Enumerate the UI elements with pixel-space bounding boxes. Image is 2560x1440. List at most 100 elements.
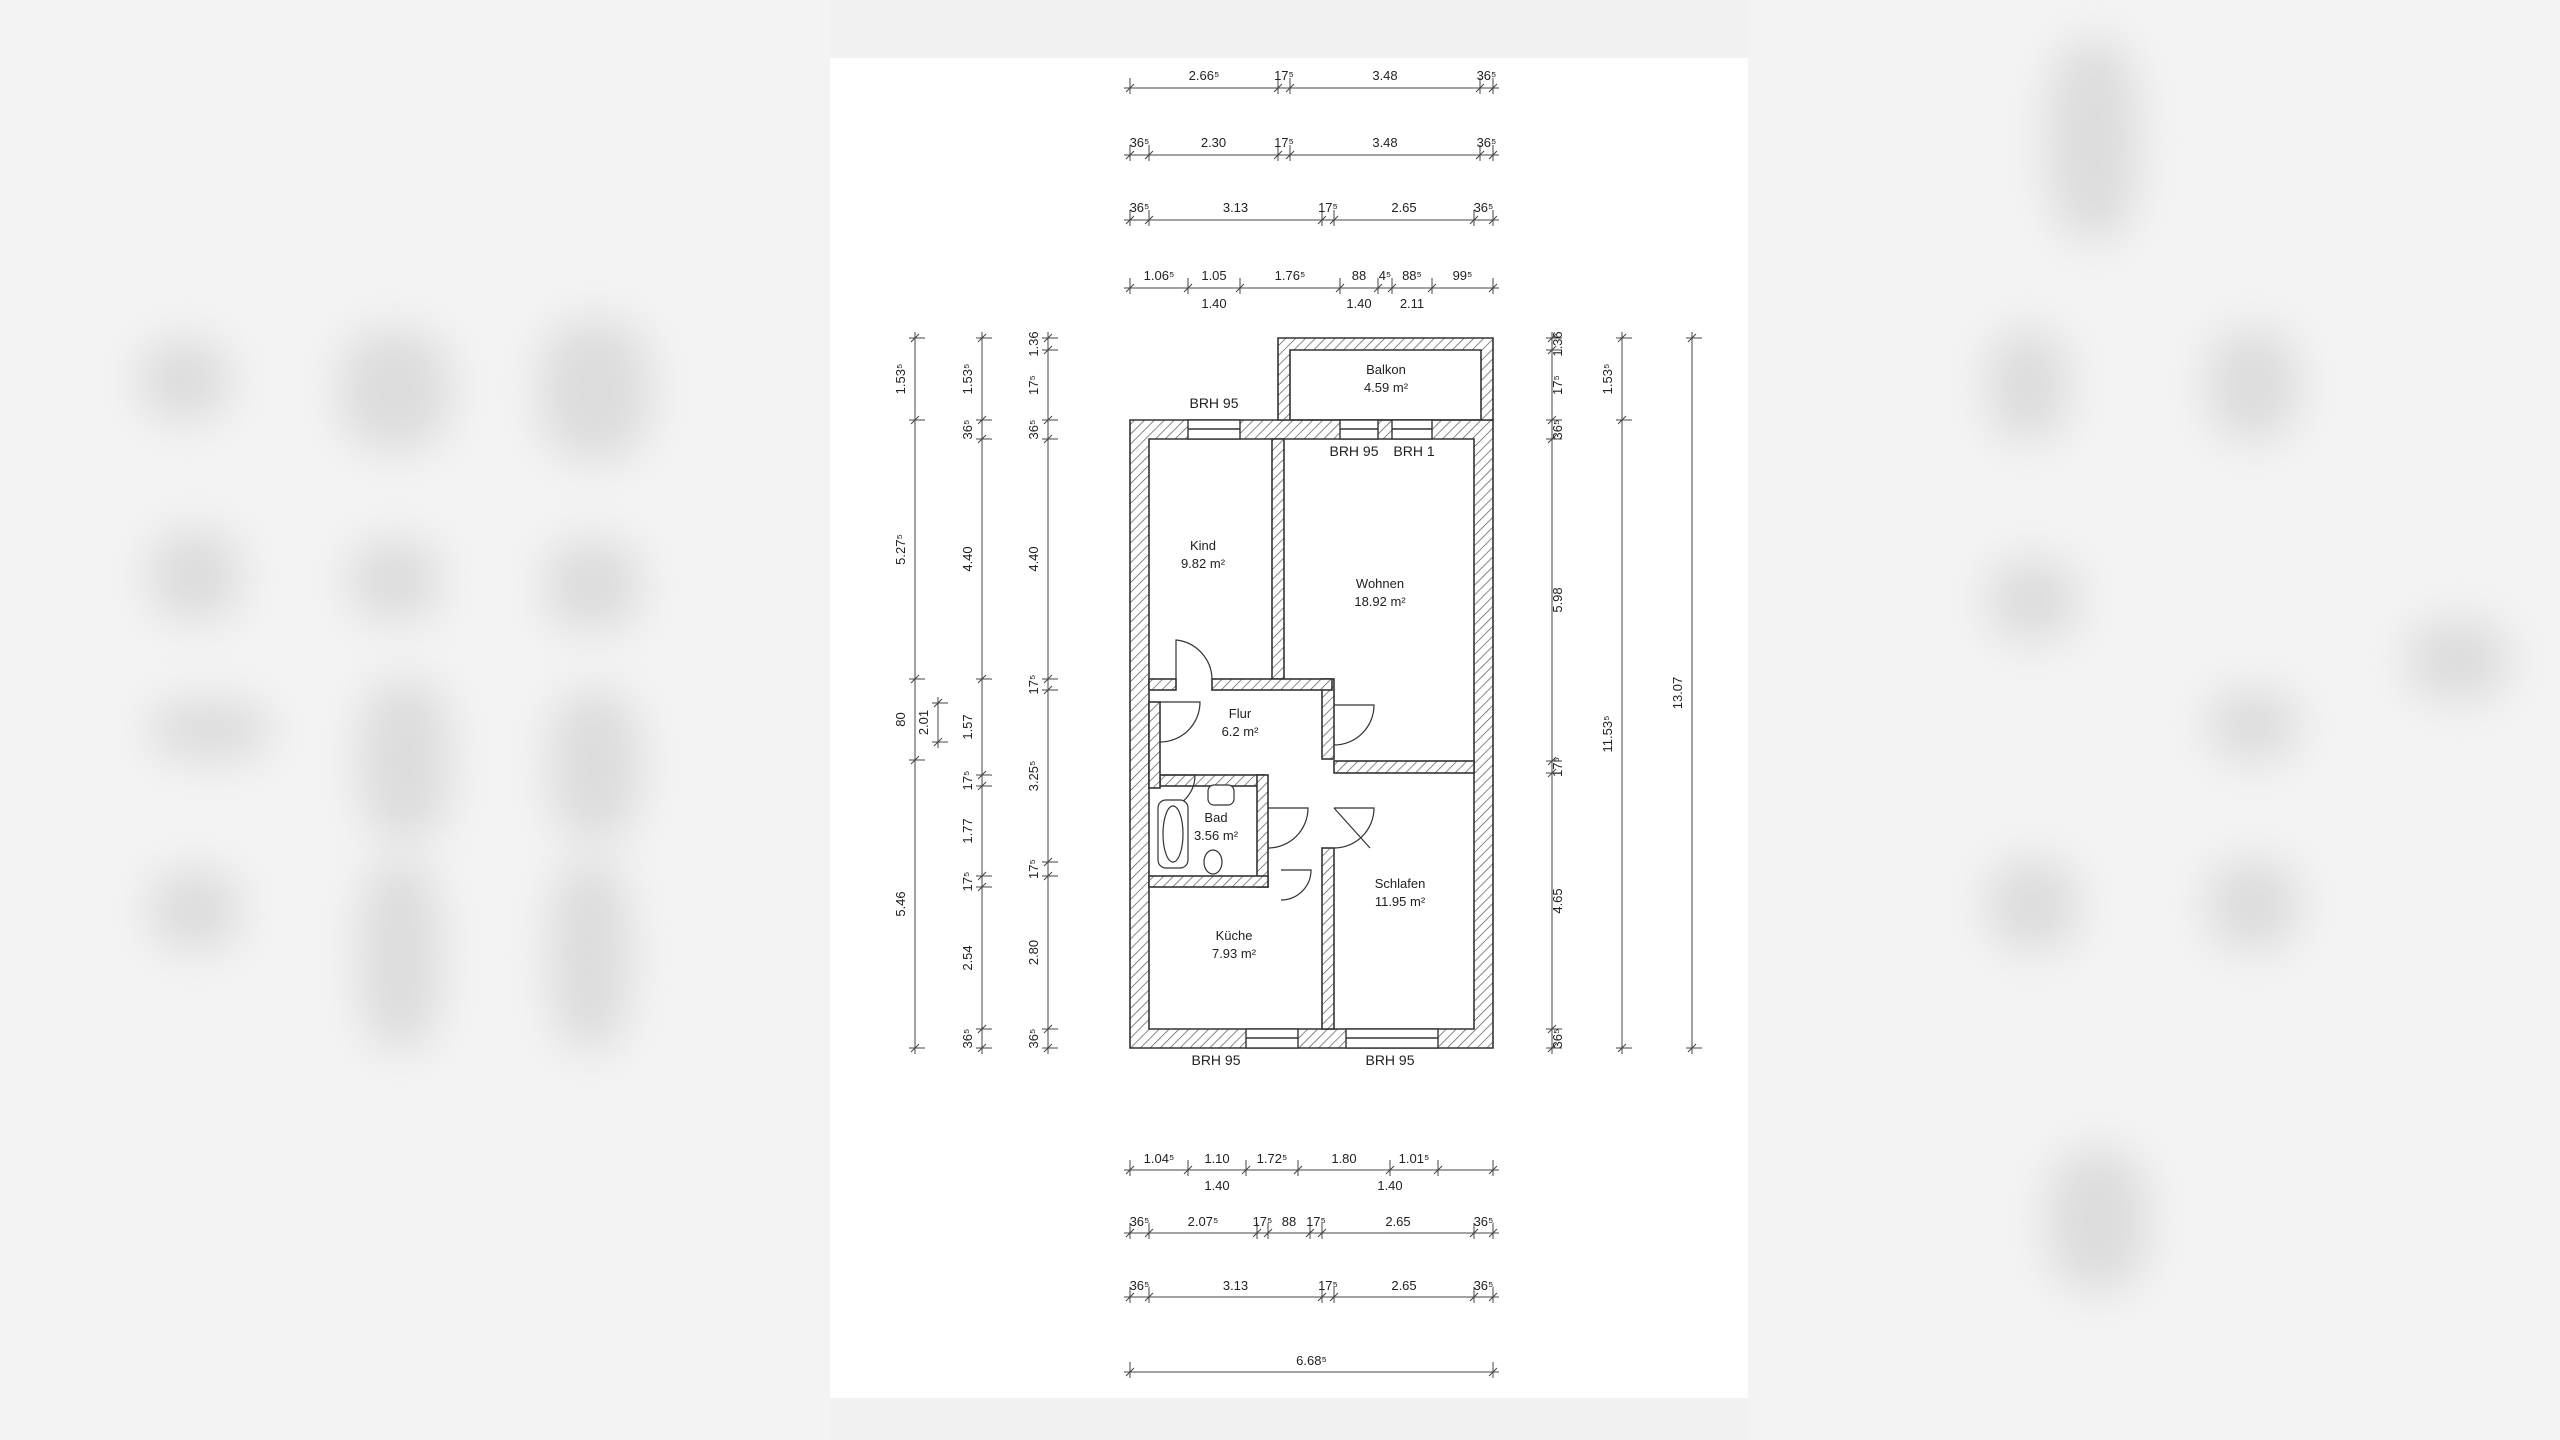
wall-bad-right [1256, 774, 1269, 888]
dimension-label: 36⁵ [1474, 1278, 1494, 1293]
dimension-label: 5.27⁵ [893, 534, 908, 565]
dimension-label: 17⁵ [1026, 859, 1041, 879]
dimension-label: 2.65 [1391, 200, 1416, 215]
dimension-label: 17⁵ [1253, 1214, 1273, 1229]
dimension-label: 2.54 [960, 945, 975, 970]
dimension-label: 3.13 [1223, 1278, 1248, 1293]
dimension-label: 1.06⁵ [1144, 268, 1175, 283]
room-area-kind: 9.82 m² [1181, 556, 1226, 571]
door-kind [1175, 639, 1213, 680]
dimension-label: 1.80 [1331, 1151, 1356, 1166]
dimension-label: 3.13 [1223, 200, 1248, 215]
dimension-label: 4⁵ [1379, 268, 1392, 283]
room-name-schlafen: Schlafen [1375, 876, 1426, 891]
dimension-label: 17⁵ [1318, 1278, 1338, 1293]
dimension-label: 1.53⁵ [960, 364, 975, 395]
room-area-flur: 6.2 m² [1222, 724, 1260, 739]
dimension-label: 36⁵ [1550, 420, 1565, 440]
dimension-row: 2.66⁵ 17⁵ 3.48 36⁵ [1124, 68, 1499, 94]
wall-flur-left [1148, 701, 1161, 789]
dimension-label: 13.07 [1670, 677, 1685, 710]
dimension-label: 36⁵ [1130, 1278, 1150, 1293]
wall-wohnen-schlafen [1333, 760, 1475, 774]
wall-wohnen-flur [1321, 678, 1335, 760]
dimension-label: 6.68⁵ [1296, 1353, 1327, 1368]
dimension-label: 1.76⁵ [1275, 268, 1306, 283]
window-label: BRH 95 [1191, 1052, 1240, 1068]
room-area-bad: 3.56 m² [1194, 828, 1239, 843]
dimension-label: 1.05 [1201, 268, 1226, 283]
dimension-label: 4.40 [1026, 546, 1041, 571]
room-area-balkon: 4.59 m² [1364, 380, 1409, 395]
room-area-kueche: 7.93 m² [1212, 946, 1257, 961]
dimension-label: 17⁵ [1306, 1214, 1326, 1229]
dimension-label: 1.01⁵ [1399, 1151, 1430, 1166]
dimension-label: 17⁵ [1550, 375, 1565, 395]
dimension-label: 36⁵ [1550, 1029, 1565, 1049]
door-schlafen [1333, 807, 1375, 849]
room-area-wohnen: 18.92 m² [1354, 594, 1406, 609]
blurred-background-right [1748, 0, 2560, 1440]
blurred-background-left [0, 0, 830, 1440]
door-bad [1267, 807, 1309, 849]
dimension-row: 6.68⁵ [1124, 1353, 1499, 1378]
dimension-label: 36⁵ [960, 420, 975, 440]
dimension-column: 1.53⁵ 11.53⁵ [1600, 332, 1632, 1054]
dimension-label: 2.65 [1391, 1278, 1416, 1293]
dimension-row: 36⁵ 3.13 17⁵ 2.65 36⁵ [1124, 1278, 1499, 1303]
dimension-label: 36⁵ [960, 1029, 975, 1049]
dimension-label: 2.66⁵ [1189, 68, 1220, 83]
dimension-label: 17⁵ [1274, 68, 1294, 83]
windows [1187, 419, 1439, 1049]
dimension-label: 4.40 [960, 546, 975, 571]
window-label: BRH 95 [1189, 395, 1238, 411]
dimension-label: 17⁵ [1274, 135, 1294, 150]
dimension-label: 3.48 [1372, 68, 1397, 83]
dimension-label: 1.57 [960, 714, 975, 739]
window-label: BRH 95 [1329, 443, 1378, 459]
dimension-label: 36⁵ [1474, 1214, 1494, 1229]
dimension-column: 2.01 [916, 697, 948, 748]
balcony-wall [1277, 337, 1494, 421]
dimension-label: 5.46 [893, 891, 908, 916]
dimension-label: 3.48 [1372, 135, 1397, 150]
sink-icon [1207, 784, 1235, 806]
dimension-label: 1.36 [1550, 331, 1565, 356]
doors [1159, 639, 1375, 901]
dimension-label: 80 [893, 712, 908, 726]
wall-kind-flur-2 [1211, 678, 1333, 691]
dimension-label: 2.65 [1385, 1214, 1410, 1229]
dimension-label: 11.53⁵ [1600, 716, 1615, 753]
dimension-label: 17⁵ [1026, 375, 1041, 395]
dimension-label: 36⁵ [1026, 420, 1041, 440]
wall-kind-wohnen [1271, 438, 1285, 680]
drawing-sheet [830, 58, 1748, 1398]
dimension-label: 99⁵ [1453, 268, 1473, 283]
dimension-label: 1.53⁵ [893, 364, 908, 395]
dimension-column: 1.53⁵ 5.27⁵ 80 5.46 [893, 332, 925, 1054]
room-area-schlafen: 11.95 m² [1375, 894, 1426, 909]
dimension-label: 5.98 [1550, 587, 1565, 612]
bathroom-fixtures [1157, 784, 1235, 875]
dimension-label: 36⁵ [1130, 1214, 1150, 1229]
dimension-label: 88 [1352, 268, 1366, 283]
dimension-label: 1.40 [1201, 296, 1226, 311]
window-label: BRH 95 [1365, 1052, 1414, 1068]
dimension-label: 36⁵ [1474, 200, 1494, 215]
wall-kind-flur [1148, 678, 1177, 691]
dimension-label: 1.40 [1204, 1178, 1229, 1193]
dimension-label: 36⁵ [1477, 68, 1497, 83]
dimension-label: 1.04⁵ [1144, 1151, 1175, 1166]
door-wohnen [1333, 704, 1375, 746]
dimension-label: 1.53⁵ [1600, 364, 1615, 395]
room-name-kind: Kind [1190, 538, 1216, 553]
dimension-label: 1.72⁵ [1257, 1151, 1288, 1166]
dimension-label: 36⁵ [1026, 1029, 1041, 1049]
